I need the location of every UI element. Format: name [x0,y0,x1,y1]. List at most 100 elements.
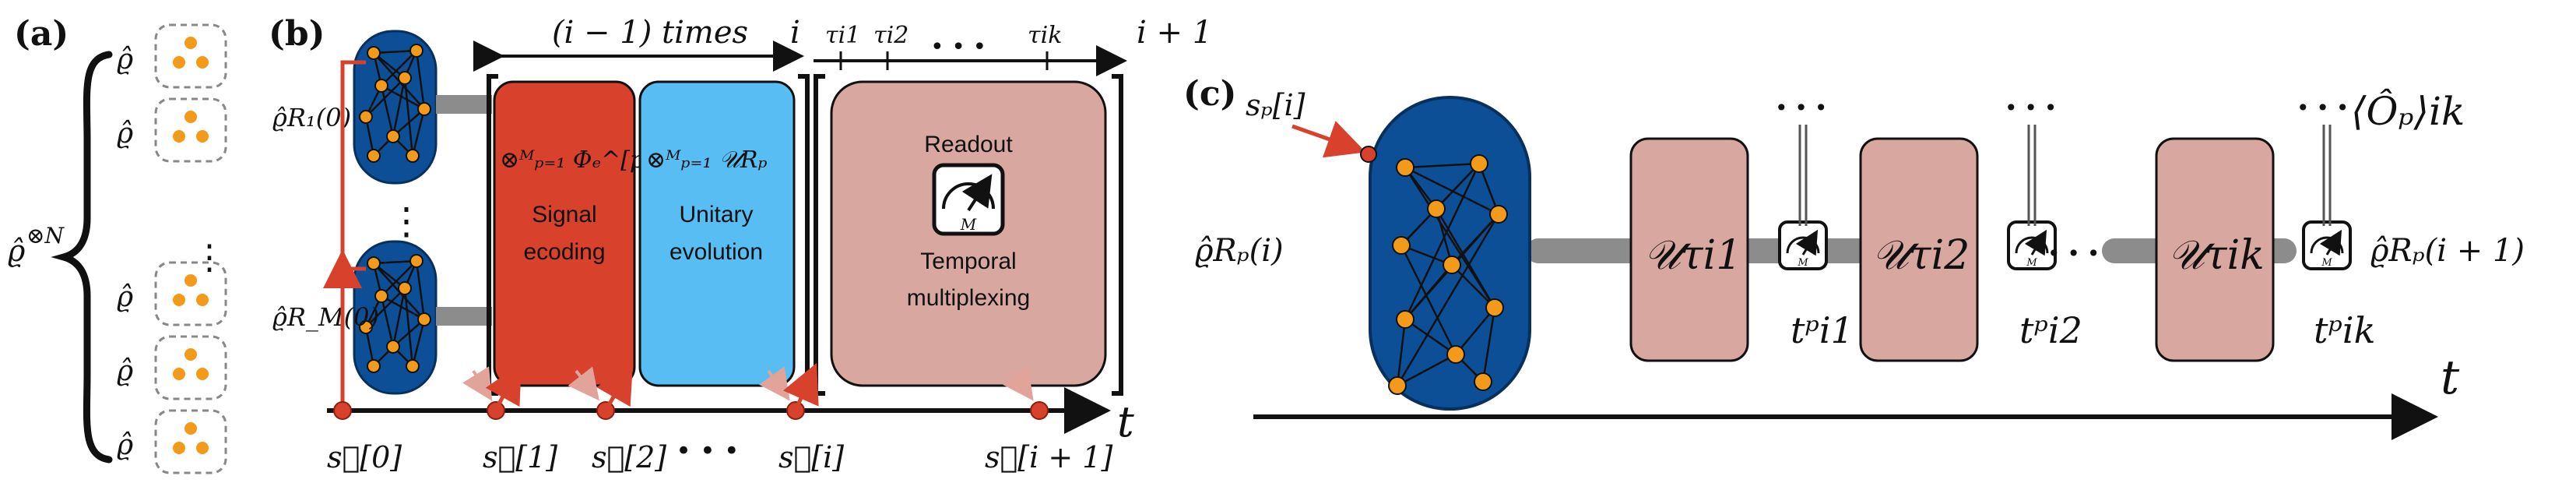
network-node [1396,310,1415,329]
network-node [367,46,381,60]
red-arrow-2 [596,363,634,407]
top-dots-2: • • • [2005,95,2057,121]
label-i: i [790,15,800,51]
unitary-evolution-box: ⊗ᴹₚ₌₁ 𝒰Rₚ Unitary evolution [638,80,796,387]
rho-label: ϱ̂ [117,429,133,461]
input-bracket [340,60,366,257]
ensemble-rows: ϱ̂ ϱ̂ ϱ̂ ϱ̂ ϱ̂ [117,23,227,474]
qubit-dot [173,368,185,380]
s-ellipsis: • • • [676,435,740,467]
pink-arrow-4 [1003,366,1034,401]
ensemble-exponent: ⊗N [26,223,65,249]
reservoir-top-label: ϱ̂R₁(0) [272,103,351,132]
top-dots-3: • • • [2297,95,2349,121]
s-label-2: s⃗[2] [592,440,666,474]
s-label-3: s⃗[i] [778,440,844,474]
network-node [1474,372,1492,391]
tau-label-2: τi2 [873,22,908,49]
network-node [406,149,420,163]
label-i-plus-one: i + 1 [1137,15,1212,51]
network-node [398,71,412,85]
qubit-dot [185,422,197,435]
qubit-dot [196,294,209,306]
s-label-0: s⃗[0] [327,440,402,474]
network-node [359,320,373,334]
meter-letter: M [2026,257,2037,269]
network-node [417,102,431,116]
dashed-box [154,335,227,400]
qubit-dot [173,130,185,143]
rho-label: ϱ̂ [117,118,133,150]
network-node [1388,376,1407,395]
reservoir-c [1360,96,1531,411]
network-node [1427,199,1446,218]
bracket-right-1 [798,74,810,396]
network-node [359,110,373,124]
readout-title: Readout [924,132,1013,157]
qubit-dot [185,111,197,123]
sample-dot-0 [333,401,352,420]
meter-icon: M [2302,220,2352,270]
qubit-dot [196,130,209,143]
network-node [1392,236,1411,255]
unitary-formula: ⊗ᴹₚ₌₁ 𝒰Rₚ [646,146,767,174]
reservoir-label-c: ϱ̂Rₚ(i) [1195,233,1284,269]
connector-top [436,95,492,114]
rho-label: ϱ̂ [117,281,133,313]
network-node [417,312,431,326]
reservoir-vdots: ⋮ [388,199,425,243]
ensemble-brace [51,51,113,464]
qubit-dot [173,56,185,69]
sample-dot-2 [596,401,615,420]
signal-line2: ecoding [523,239,605,265]
s-label-4: s⃗[i + 1] [985,440,1112,474]
qubit-dot [185,348,197,361]
red-arrow-1 [485,363,522,407]
meter-icon: M [2007,220,2057,270]
sample-dot-3 [786,401,805,420]
output-label-c: ϱ̂Rₚ(i + 1) [2370,233,2525,269]
panel-c-label: (c) [1183,74,1236,114]
network-node [386,129,400,143]
readout-line2: multiplexing [907,285,1030,311]
network-node [367,149,381,163]
qubit-dot [185,274,197,287]
rho-label: ϱ̂ [117,355,133,387]
qubit-dot [173,442,185,454]
red-arrow-3 [782,362,819,407]
panel-b: (b) ⋮ ϱ̂R₁(0) ϱ̂R_M(0) ⊗ᴹₚ₌₁ Φₑ^[p] Sign… [269,14,1212,474]
bracket-left-2 [814,74,825,396]
ensemble-row: ϱ̂ [117,409,227,474]
ensemble-row: ϱ̂ [117,23,227,89]
network-node [386,340,400,354]
reservoir-bottom-label: ϱ̂R_M(0) [272,302,379,332]
time-label-1: tᵖi1 [1791,309,1854,351]
unitary-block-3: 𝒰τik [2155,137,2275,362]
unitary-line1: Unitary [679,202,753,227]
dashed-box [154,97,227,163]
qubit-dot [196,368,209,380]
ensemble-label: ϱ̂ [8,234,26,268]
time-axis-c-label: t [2441,351,2460,405]
panel-a-label: (a) [14,14,69,54]
network-node [1485,298,1504,317]
ensemble-row: ϱ̂ [117,97,227,163]
network-node [1470,154,1488,173]
network-node [374,79,388,93]
network-node [374,289,388,303]
qubit-dot [196,442,209,454]
unitary-label-1: 𝒰τi1 [1644,232,1741,279]
qubit-dot [185,37,197,49]
sample-dot-4 [1030,401,1049,420]
rho-label: ϱ̂ [117,44,133,76]
times-label: (i − 1) times [552,15,748,51]
network-node [1396,158,1415,177]
unitary-line2: evolution [669,239,763,265]
top-dots-1: • • • [1775,95,1827,121]
time-label-3: tᵖik [2314,309,2375,351]
s-label-1: s⃗[1] [483,440,557,474]
connector-bottom [436,307,492,326]
reservoir-bottom [353,240,438,395]
